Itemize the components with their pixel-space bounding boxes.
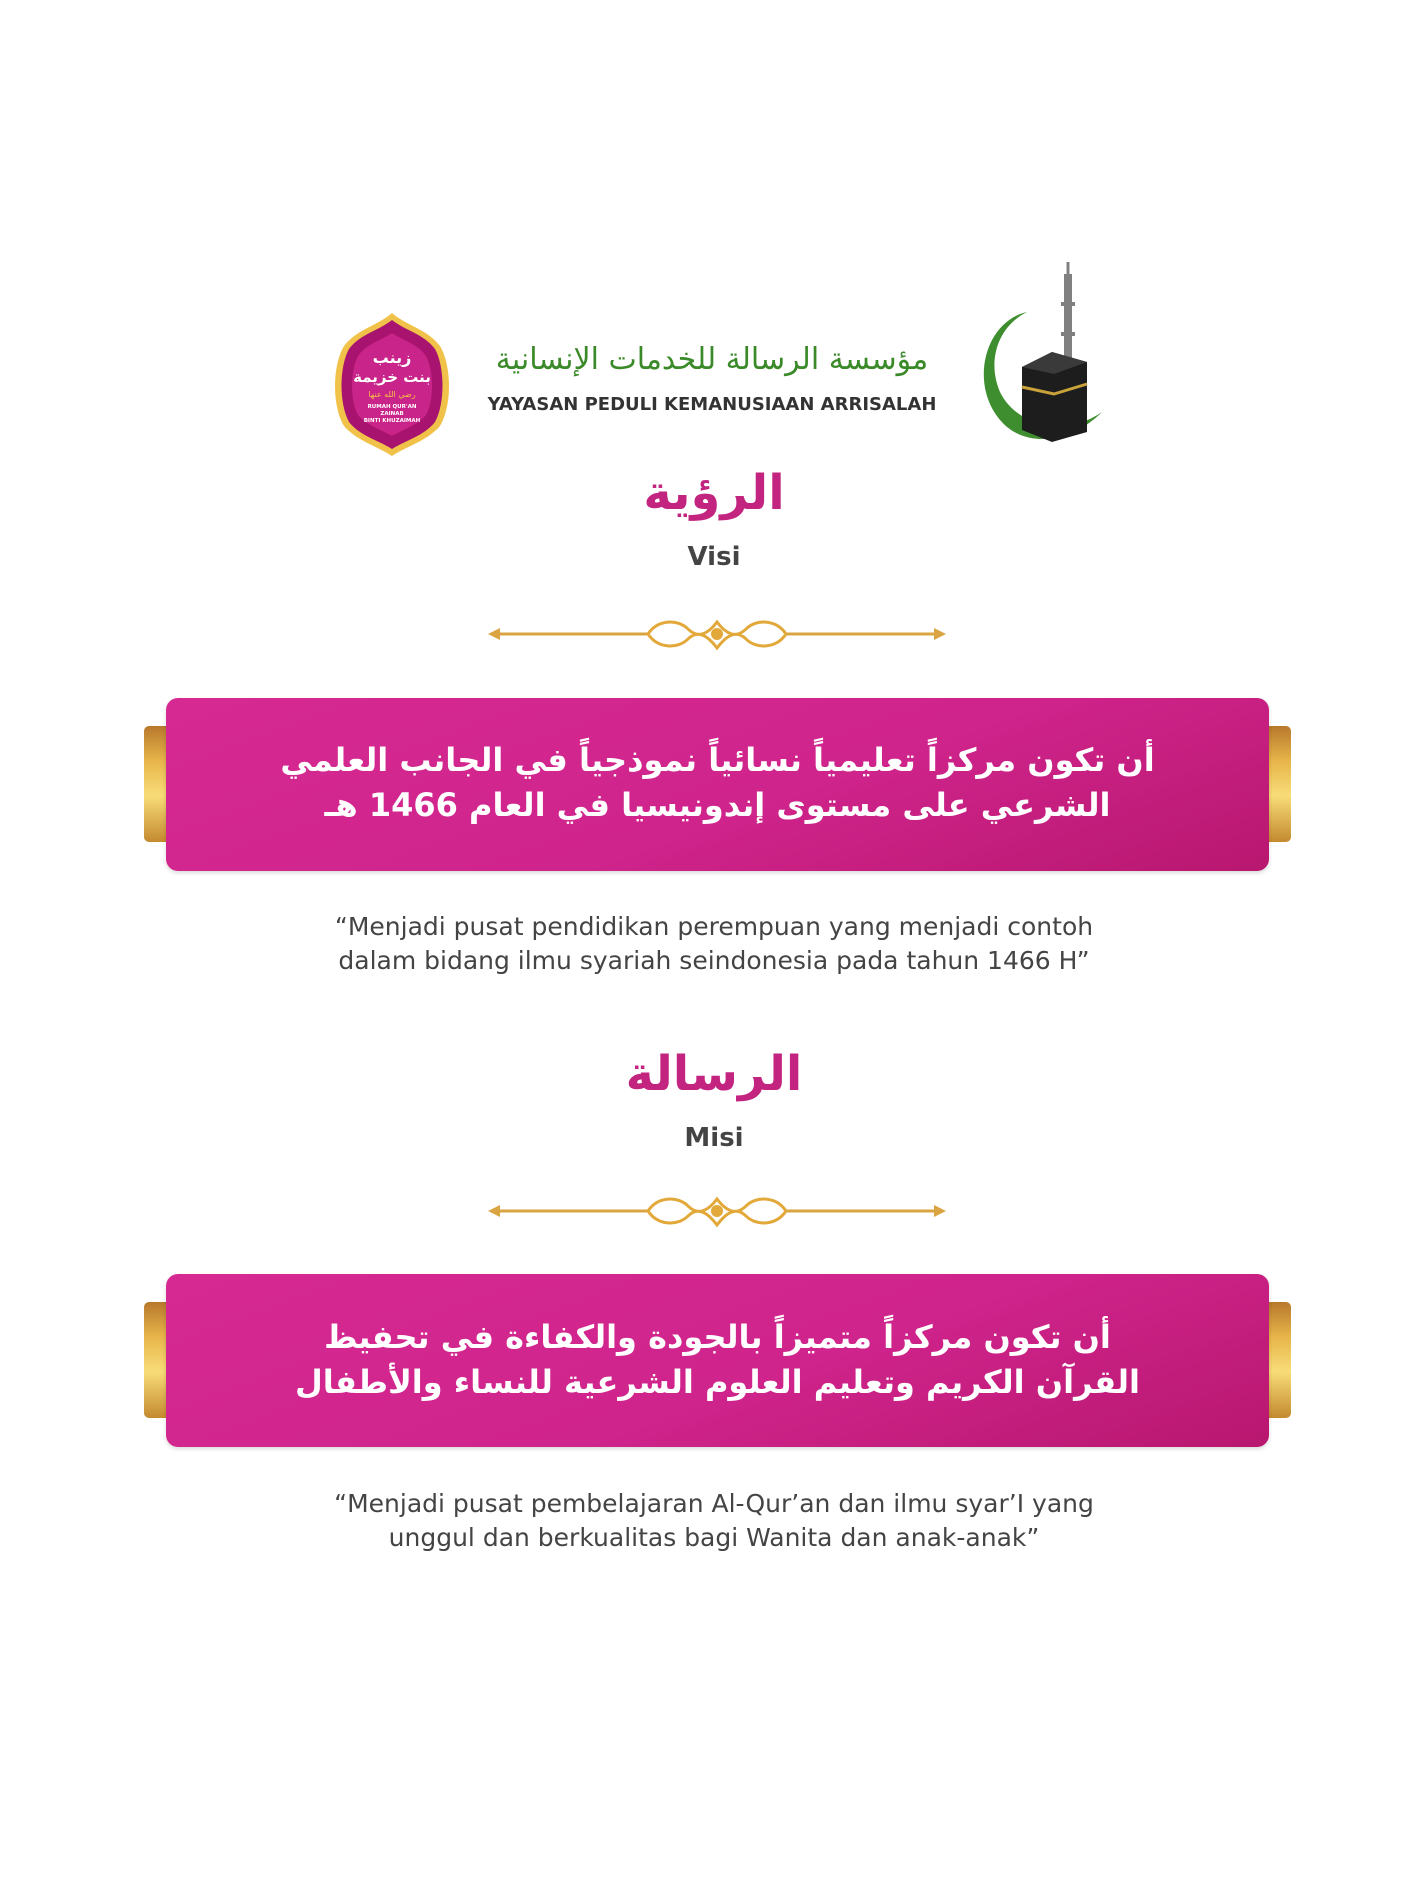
svg-text:BINTI KHUZAIMAH: BINTI KHUZAIMAH xyxy=(364,418,421,424)
mission-line-1: أن تكون مركزاً متميزاً بالجودة والكفاءة … xyxy=(324,1318,1111,1356)
vision-banner xyxy=(166,698,1269,871)
svg-text:RUMAH QUR'AN: RUMAH QUR'AN xyxy=(368,404,417,410)
gold-ornament-divider xyxy=(488,614,946,654)
mission-line-2: القرآن الكريم وتعليم العلوم الشرعية للنس… xyxy=(295,1363,1140,1401)
vision-title-latin: Visi xyxy=(687,542,741,572)
mission-title-latin: Misi xyxy=(684,1123,744,1153)
org-name-arabic: مؤسسة الرسالة للخدمات الإنسانية xyxy=(495,342,929,377)
vision-quote-line-2: dalam bidang ilmu syariah seindonesia pa… xyxy=(338,946,1090,975)
vision-title-arabic: الرؤية xyxy=(643,465,785,521)
gold-ornament-divider xyxy=(488,1191,946,1231)
org-name-latin: YAYASAN PEDULI KEMANUSIAAN ARRISALAH xyxy=(487,394,937,415)
mission-quote-line-2: unggul dan berkualitas bagi Wanita dan a… xyxy=(388,1523,1040,1552)
vision-quote-line-1: “Menjadi pusat pendidikan perempuan yang… xyxy=(334,912,1094,941)
mission-quote-line-1: “Menjadi pusat pembelajaran Al-Qur’an da… xyxy=(334,1489,1094,1518)
vision-quote: “Menjadi pusat pendidikan perempuan yang… xyxy=(0,910,1428,978)
svg-text:بنت خزيمة: بنت خزيمة xyxy=(353,368,431,386)
mission-banner xyxy=(166,1274,1269,1447)
vision-line-1: أن تكون مركزاً تعليمياً نسائياً نموذجياً… xyxy=(280,741,1155,779)
svg-text:زينب: زينب xyxy=(373,348,412,367)
vision-text-arabic: أن تكون مركزاً تعليمياً نسائياً نموذجياً… xyxy=(166,738,1269,828)
vision-line-2: الشرعي على مستوى إندونيسيا في العام 1466… xyxy=(324,786,1111,824)
mission-quote: “Menjadi pusat pembelajaran Al-Qur’an da… xyxy=(0,1487,1428,1555)
mission-title-arabic: الرسالة xyxy=(625,1046,803,1102)
mission-text-arabic: أن تكون مركزاً متميزاً بالجودة والكفاءة … xyxy=(166,1315,1269,1405)
kaaba-logo xyxy=(972,262,1107,447)
svg-text:ZAINAB: ZAINAB xyxy=(380,411,403,417)
zainab-logo: زينب بنت خزيمة رضي الله عنها RUMAH QUR'A… xyxy=(332,311,452,458)
svg-text:رضي الله عنها: رضي الله عنها xyxy=(368,390,415,399)
